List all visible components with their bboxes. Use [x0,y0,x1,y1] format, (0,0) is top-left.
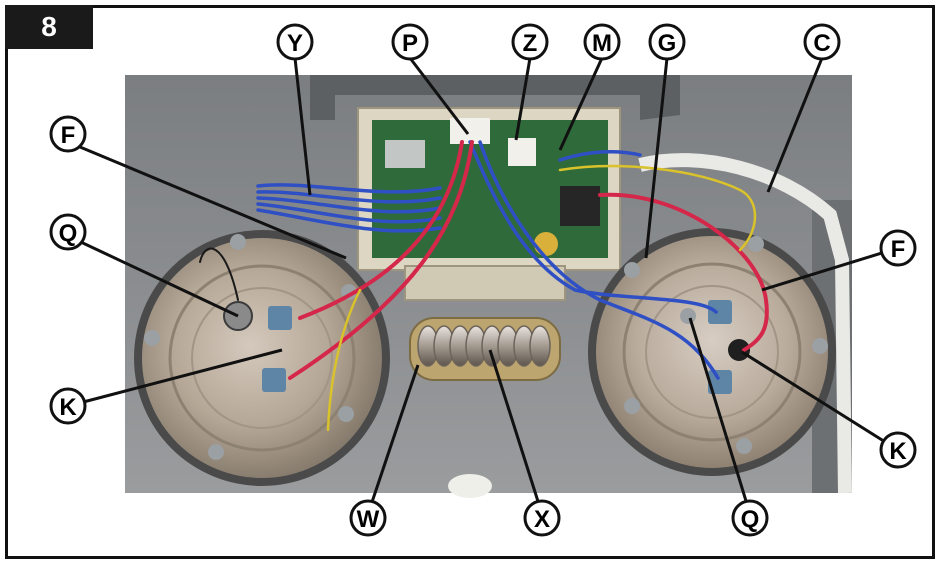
left-heater-element [134,230,390,486]
wiring-harness [199,140,769,432]
callout-leader-lines [67,57,899,515]
callout-z-label: Z [523,30,538,57]
leader-y [293,57,312,196]
callout-k-right-label: K [889,438,907,465]
callout-q-left: Q [49,213,87,251]
callout-f-right: F [879,229,917,267]
leader-x [488,349,544,515]
callouts: Y P Z M G C F Q K W X F K Q [49,23,917,537]
callout-f-left-label: F [61,122,76,149]
callout-x-label: X [534,506,550,533]
callout-k-left-label: K [59,394,77,421]
figure-number: 8 [41,11,57,42]
callout-c: C [803,23,841,61]
callout-q-right-label: Q [741,506,760,533]
leader-f-right [761,246,899,292]
callout-q-left-label: Q [59,220,78,247]
figure-frame [5,5,935,559]
leader-c [766,57,824,193]
callout-w: W [349,499,387,537]
white-cable [638,153,852,494]
leader-p [408,57,470,135]
leader-k-left [67,348,283,408]
callout-p: P [391,23,429,61]
callout-y-label: Y [287,30,303,57]
leader-f-left [67,140,347,260]
callout-x: X [523,499,561,537]
right-heater-element [588,228,836,476]
callout-g-label: G [658,30,677,57]
callout-z: Z [511,23,549,61]
leader-g [644,57,669,259]
callout-y: Y [276,23,314,61]
figure-number-tab: 8 [5,5,93,49]
leader-k-right [741,350,899,452]
callout-m-label: M [592,30,612,57]
callout-k-left: K [49,387,87,425]
leader-m [558,57,604,151]
callout-m: M [583,23,621,61]
callout-f-right-label: F [891,236,906,263]
callout-c-label: C [813,30,830,57]
callout-g: G [648,23,686,61]
leader-q-left [67,234,239,318]
leader-z [514,57,532,141]
callout-p-label: P [402,30,418,57]
coil-heating-element [409,317,561,381]
white-fitting [448,474,492,498]
callout-w-label: W [357,506,380,533]
leader-q-right [688,317,752,515]
callout-q-right: Q [731,499,769,537]
callout-k-right: K [879,431,917,469]
leader-w [366,364,420,515]
callout-f-left: F [49,115,87,153]
